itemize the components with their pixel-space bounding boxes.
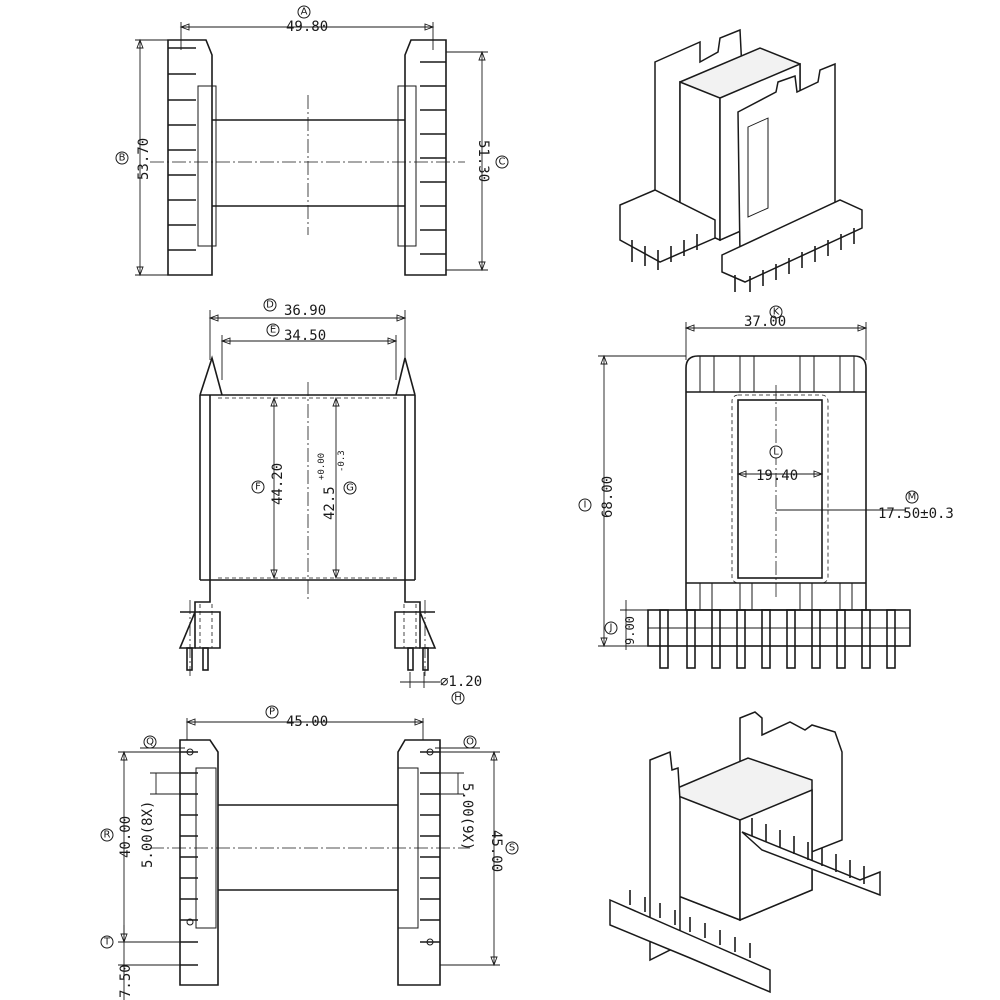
dim-j-value: 9.00 xyxy=(623,616,637,645)
dim-c-value: 51.30 xyxy=(475,140,491,182)
dim-tag-s xyxy=(505,841,519,855)
dim-tag-k-label: K xyxy=(773,307,780,318)
dim-tag-t-label: T xyxy=(103,937,111,948)
bottom-left-pins xyxy=(180,748,198,966)
dim-tag-p xyxy=(265,705,279,719)
dim-g-lower: -0.3 xyxy=(337,450,347,472)
dim-tag-o-label: O xyxy=(466,737,474,748)
dim-tag-s-label: S xyxy=(509,843,515,854)
top-left-pins xyxy=(168,47,196,251)
front-view: D 36.90 E 34.50 F 44.20 42.5 +0.00 -0.3 xyxy=(178,298,482,705)
bottom-right-flange xyxy=(397,739,441,986)
bottom-view: P 45.00 xyxy=(100,705,519,1000)
dim-tag-g xyxy=(343,481,357,495)
dim-tag-e-label: E xyxy=(270,325,276,336)
dim-h-value: ⌀1.20 xyxy=(440,674,482,690)
dim-tag-q-label: Q xyxy=(146,737,154,748)
dim-tag-b-label: B xyxy=(119,153,126,164)
dim-tag-m-label: M xyxy=(908,492,917,503)
dim-tag-j-label: J xyxy=(609,623,613,634)
dim-f-value: 44.20 xyxy=(270,463,286,505)
dim-a-value: 49.80 xyxy=(286,19,328,35)
iso-bottom-back-pins xyxy=(751,818,865,884)
dim-tag-h xyxy=(451,691,465,705)
isometric-view-bottom xyxy=(609,711,881,994)
dim-k-value: 37.00 xyxy=(744,314,786,330)
dim-tag-r xyxy=(100,828,114,842)
dim-tag-e xyxy=(266,323,280,337)
dim-t-value: 7.50 xyxy=(118,964,134,998)
bottom-left-flange xyxy=(179,739,219,986)
dim-i-value: 68.00 xyxy=(600,476,616,518)
top-right-pins xyxy=(420,61,446,255)
top-view: A 49.80 xyxy=(115,5,509,277)
dim-tag-k xyxy=(769,305,783,319)
dim-tag-a xyxy=(297,5,311,19)
dim-tag-b xyxy=(115,151,129,165)
dim-m-value: 17.50±0.3 xyxy=(878,506,954,522)
dim-tag-l-label: L xyxy=(773,447,779,458)
dim-tag-f-label: F xyxy=(255,482,261,493)
dim-r-value: 40.00 xyxy=(118,816,134,858)
dim-e-value: 34.50 xyxy=(284,328,326,344)
side-view: K 37.00 L 19.40 M 17.50±0.3 xyxy=(578,305,954,669)
iso-bottom-front-pins xyxy=(629,890,751,958)
left-flange xyxy=(167,39,213,276)
dim-l-value: 19.40 xyxy=(756,468,798,484)
iso-top-front-pins xyxy=(734,228,855,292)
dim-tag-c xyxy=(495,155,509,169)
dim-tag-r-label: R xyxy=(104,830,111,841)
dim-tag-j xyxy=(604,621,618,635)
pitch-left-value: 5.00(8X) xyxy=(140,801,156,868)
dim-tag-o xyxy=(463,735,477,749)
dim-tag-g-label: G xyxy=(346,483,354,494)
dim-tag-i-label: I xyxy=(584,500,587,511)
pitch-right-value: 5.00(9X) xyxy=(459,783,475,850)
dim-tag-d-label: D xyxy=(266,300,274,311)
dim-g-upper: +0.00 xyxy=(317,453,327,480)
dim-d-value: 36.90 xyxy=(284,303,326,319)
dim-b-value: 53.70 xyxy=(136,138,152,180)
bottom-right-pins xyxy=(420,748,440,946)
iso-top-back-pins xyxy=(631,234,698,270)
dim-p-value: 45.00 xyxy=(286,714,328,730)
side-pins xyxy=(659,609,896,669)
isometric-view-top xyxy=(619,28,863,292)
dim-tag-d xyxy=(263,298,277,312)
dim-tag-t xyxy=(100,935,114,949)
dim-tag-h-label: H xyxy=(454,693,462,704)
dim-tag-q xyxy=(143,735,157,749)
dim-tag-p-label: P xyxy=(269,707,275,718)
dim-tag-i xyxy=(578,498,592,512)
dim-tag-l xyxy=(769,445,783,459)
dim-tag-a-label: A xyxy=(301,7,308,18)
dim-s-value: 45.00 xyxy=(488,830,504,872)
dim-tag-f xyxy=(251,480,265,494)
dim-tag-m xyxy=(905,490,919,504)
dim-g-value: 42.5 xyxy=(322,486,338,520)
dim-tag-c-label: C xyxy=(499,157,506,168)
